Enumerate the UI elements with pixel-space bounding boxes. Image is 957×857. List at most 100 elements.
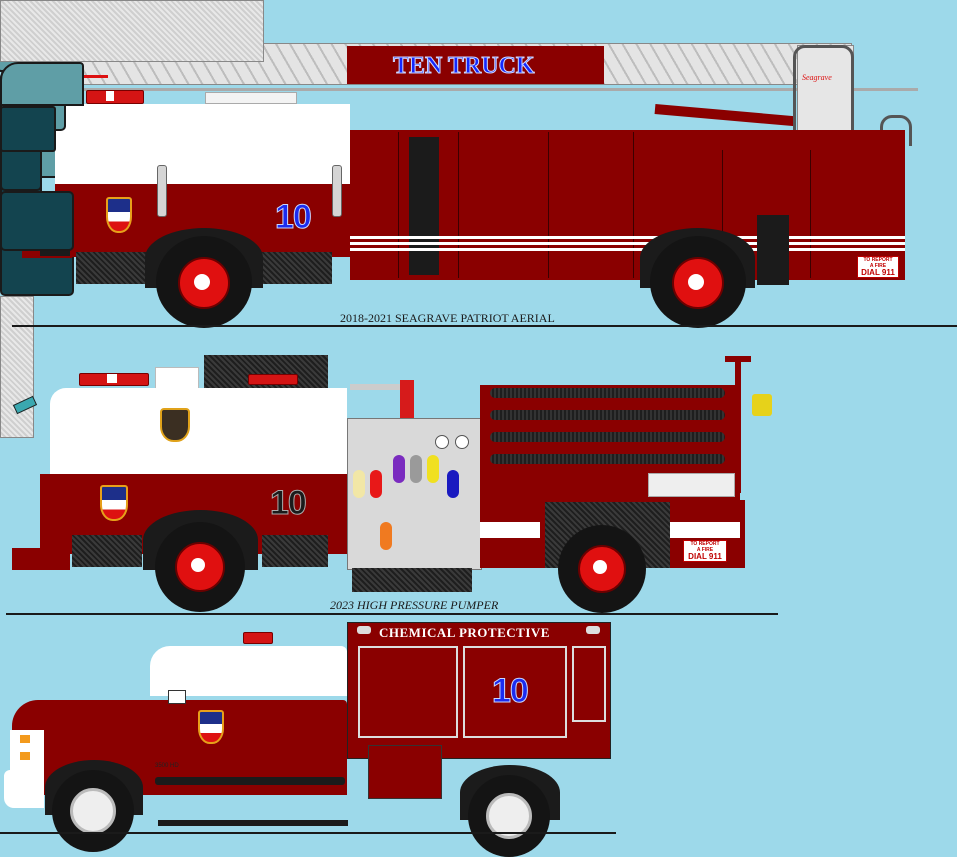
pump-panel-lower <box>352 568 472 592</box>
turntable-pedestal <box>797 45 854 137</box>
roof-lightbar <box>86 90 144 104</box>
gauge-icon <box>435 435 449 449</box>
discharge-gauge-cream <box>353 470 365 498</box>
ground-ladder-slot <box>409 137 439 275</box>
reflective-stripe <box>350 242 905 245</box>
compartment-seam <box>548 132 549 278</box>
running-board <box>158 820 348 826</box>
ground-line <box>0 832 616 834</box>
front-bumper <box>12 548 70 570</box>
reflective-stripe <box>350 236 905 239</box>
discharge-gauge-orange <box>380 522 392 550</box>
dial-911-decal: TO REPORT A FIRE DIAL 911 <box>857 256 899 278</box>
roof-beacon <box>243 632 273 644</box>
cab-roof <box>150 646 347 696</box>
discharge-gauge-gray <box>410 455 422 483</box>
cab-upper <box>50 388 347 474</box>
compartment-seam <box>722 150 723 278</box>
marker-light <box>586 626 600 634</box>
ladder-rail <box>58 88 918 91</box>
hose-bundle <box>490 432 725 442</box>
front-wheel-cap <box>191 558 205 572</box>
tailboard <box>0 296 34 438</box>
ground-line <box>12 325 957 327</box>
model-badge: 3500 HD <box>155 763 179 769</box>
rear-pole-cap <box>725 356 751 362</box>
compartment-seam <box>633 132 634 278</box>
rear-pole <box>735 358 741 493</box>
reflective-stripe <box>350 248 905 251</box>
compartment-seam <box>398 132 399 278</box>
discharge-gauge-yellow <box>427 455 439 483</box>
ten-truck-banner <box>347 46 604 84</box>
body-header-text: CHEMICAL PROTECTIVE <box>379 625 550 640</box>
unit-number: 10 <box>270 484 308 523</box>
hose-bundle <box>490 388 725 398</box>
fdny-shield-icon <box>100 485 128 521</box>
decal-line3: DIAL 911 <box>688 552 722 561</box>
decal-line1: TO REPORT <box>690 541 720 547</box>
ladder-truck: TEN TRUCK Seagrave 10 TO REPORT A FIRE D… <box>0 0 957 438</box>
ten-truck-banner-text: TEN TRUCK <box>393 53 536 80</box>
hose-bundle <box>490 410 725 420</box>
marker-light <box>357 626 371 634</box>
rear-cab-window <box>0 191 74 251</box>
decal-line1: TO REPORT <box>863 257 893 263</box>
door-handle <box>157 165 167 217</box>
cab-step-plate <box>72 535 142 567</box>
discharge-gauge-blue <box>447 470 459 498</box>
fdny-shield-icon <box>198 710 224 744</box>
hose-bundle <box>490 454 725 464</box>
lower-compartment-door <box>368 745 442 799</box>
front-wheel-hub <box>70 788 116 834</box>
body-trim <box>155 777 345 785</box>
pumper: 10 TO REPORT A FIRE DIAL 911 2023 HIGH P… <box>0 0 778 615</box>
compartment-door <box>358 646 458 738</box>
compartment-seam <box>458 132 459 278</box>
roof-light-white <box>106 91 114 101</box>
door-handle <box>332 165 342 217</box>
rear-wheel-cap <box>688 274 704 290</box>
cab-step-plate <box>262 252 332 284</box>
deck-gun-riser <box>400 380 414 418</box>
decal-line2: A FIRE <box>869 263 887 269</box>
roof-light-white <box>107 374 117 383</box>
compartment-door <box>572 646 606 722</box>
cab-upper <box>55 104 350 184</box>
reflective-stripe <box>480 522 540 538</box>
side-mirror <box>168 690 186 704</box>
headlight <box>20 735 30 743</box>
folded-hose <box>648 473 735 497</box>
front-wheel-cap <box>194 274 210 290</box>
windshield <box>0 62 84 106</box>
discharge-gauge-purple <box>393 455 405 483</box>
body-compartments <box>350 130 905 280</box>
rear-wheel-cap <box>593 560 607 574</box>
vehicle-caption: 2018-2021 SEAGRAVE PATRIOT AERIAL <box>340 311 555 325</box>
company-emblem-icon <box>160 408 190 442</box>
decal-line2: A FIRE <box>696 547 714 553</box>
unit-number: 10 <box>492 672 530 711</box>
deck-gun <box>350 384 410 390</box>
chemical-protective-unit: CHEMICAL PROTECTIVE 10 3500 HD <box>0 0 616 857</box>
reflective-stripe <box>670 522 740 538</box>
cab-step-plate <box>76 252 146 284</box>
compartment-door <box>463 646 567 738</box>
front-bumper <box>4 770 44 808</box>
discharge-gauge-red <box>370 470 382 498</box>
yellow-bag <box>752 394 772 416</box>
lower-body <box>0 0 264 62</box>
unit-number: 10 <box>275 198 313 237</box>
fdny-shield-icon <box>106 197 132 233</box>
dial-911-decal: TO REPORT A FIRE DIAL 911 <box>683 540 727 562</box>
raised-roof-lightbar <box>248 374 298 385</box>
seagrave-logo: Seagrave <box>802 73 832 82</box>
vehicle-caption: 2023 HIGH PRESSURE PUMPER <box>330 598 499 612</box>
headlight <box>20 752 30 760</box>
ground-line <box>6 613 778 615</box>
cab-step-plate <box>262 535 328 567</box>
grab-rail-tall <box>793 45 854 138</box>
decal-line3: DIAL 911 <box>861 268 895 277</box>
compartment-seam <box>810 150 811 278</box>
rear-window <box>0 106 56 152</box>
